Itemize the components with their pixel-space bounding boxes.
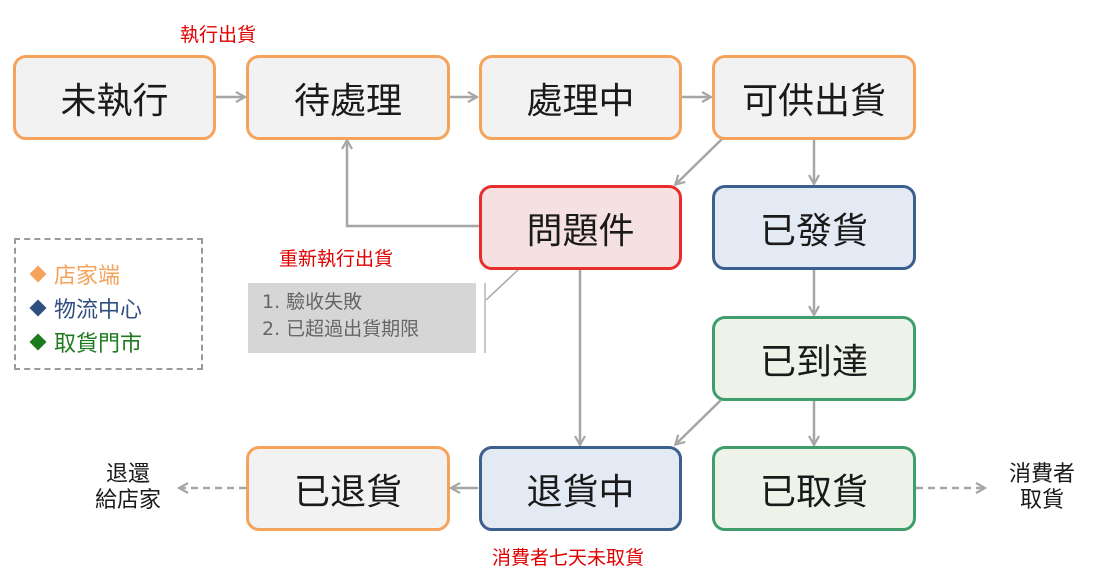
node-arrived: 已到達 [712,316,916,401]
note-line-1: 1. 驗收失敗 [262,291,363,313]
arrow-problem-to-pending [347,141,480,228]
arrow-arrived-to-returning [676,398,723,444]
node-not-executed: 未執行 [13,55,216,140]
orange-diamond-icon [29,265,47,283]
label-return-to-store-text: 退還 給店家 [94,462,161,513]
label-re-execute-shipping: 重新執行出貨 [279,248,394,270]
label-seven-days: 消費者七天未取貨 [492,547,645,569]
legend-pickup-store-label: 取貨門市 [54,332,143,357]
green-diamond-icon [29,333,47,351]
note-bracket [484,283,486,353]
problem-reasons-note: 1. 驗收失敗 2. 已超過出貨期限 [248,283,476,353]
node-shipped: 已發貨 [712,185,916,270]
node-processing: 處理中 [479,55,682,140]
node-picked-up: 已取貨 [712,446,916,531]
legend-item-logistics: 物流中心 [29,292,143,324]
node-pending: 待處理 [246,55,450,140]
navy-diamond-icon [29,299,47,317]
note-line-2: 2. 已超過出貨期限 [262,318,420,340]
legend: 店家端 物流中心 取貨門市 [14,238,203,370]
node-problem: 問題件 [479,185,682,270]
label-consumer-pickup-text: 消費者 取貨 [1008,462,1075,513]
node-ready-to-ship: 可供出貨 [712,55,916,140]
note-connector [485,269,519,301]
node-returned: 已退貨 [246,446,450,531]
legend-store-label: 店家端 [54,264,121,289]
label-consumer-pickup: 消費者 取貨 [992,462,1092,514]
legend-item-pickup-store: 取貨門市 [29,326,143,358]
legend-logistics-label: 物流中心 [54,298,143,323]
label-return-to-store: 退還 給店家 [78,462,178,514]
label-execute-shipping: 執行出貨 [180,24,257,46]
node-returning: 退貨中 [479,446,682,531]
arrow-ready-to-problem [676,138,723,184]
legend-item-store: 店家端 [29,258,121,290]
